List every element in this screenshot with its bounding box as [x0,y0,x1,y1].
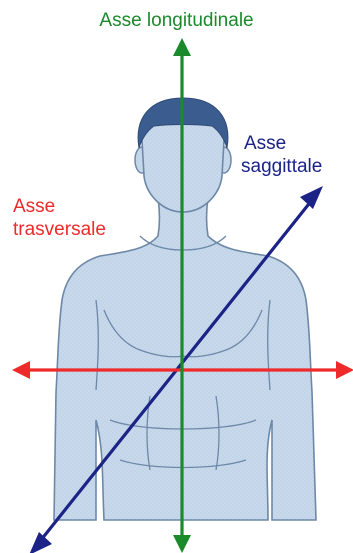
transversal-axis-label-line1: Asse [13,196,55,218]
longitudinal-axis-label: Asse longitudinale [0,10,353,32]
longitudinal-arrowhead-bottom [173,535,191,553]
transversal-axis-label-line2: trasversale [13,219,106,241]
sagittal-arrowhead-bottom [29,532,52,553]
sagittal-axis-label-line2: saggittale [241,156,322,178]
transversal-arrowhead-right [336,361,353,379]
sagittal-axis-label-line1: Asse [244,133,286,155]
longitudinal-arrowhead-top [173,38,191,56]
transversal-arrowhead-left [12,361,30,379]
sagittal-arrowhead-top [300,186,323,209]
